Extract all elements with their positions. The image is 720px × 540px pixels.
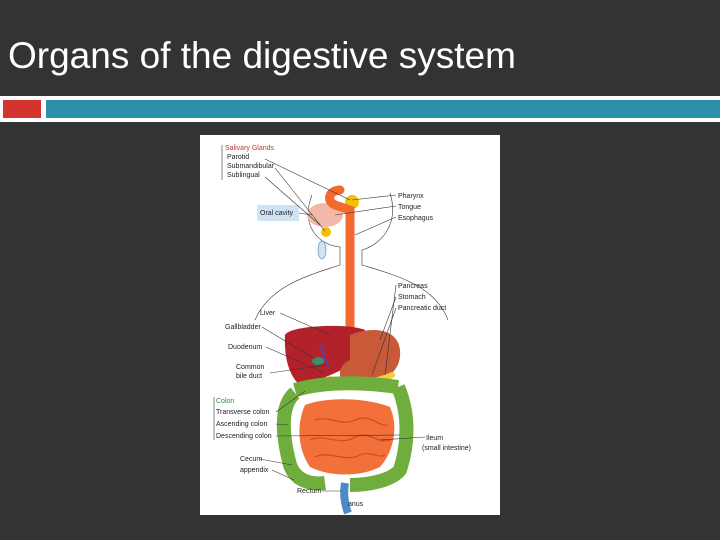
label-salivary-glands: Salivary Glands [225,145,275,152]
liver-shape [284,325,368,385]
digestive-system-illustration: Salivary Glands Parotid Submandibular Su… [200,135,500,515]
leader-pancreas [384,284,397,376]
leader-ascending-colon [275,423,289,426]
leader-cecum [259,458,293,466]
leader-gallbladder [261,326,316,360]
label-submandibular: Submandibular [227,163,275,170]
label-pancreas: Pancreas [398,283,428,290]
body-outline-left [254,194,341,321]
leader-submandibular [274,167,326,232]
digestive-system-diagram: Salivary Glands Parotid Submandibular Su… [200,135,500,515]
label-esophagus: Esophagus [398,215,434,222]
leader-transverse-colon [275,390,306,413]
small-intestine-shape [299,399,395,475]
label-stomach: Stomach [398,294,426,301]
esophagus-shape [325,185,355,340]
leader-sublingual [264,176,321,226]
label-descending-colon: Descending colon [216,433,272,440]
label-anus: anus [348,501,364,508]
trachea-shape [317,240,327,260]
label-colon: Colon [216,398,234,405]
leader-common-bile-duct [269,364,327,374]
body-outline-right [361,192,449,321]
label-pharynx: Pharynx [398,193,424,200]
title-divider-red-block [3,100,41,118]
label-small-intestine: (small intestine) [422,445,471,452]
label-ascending-colon: Ascending colon [216,421,267,428]
leader-pharynx [351,194,397,201]
label-cecum: Cecum [240,456,262,463]
label-duodenum: Duodenum [228,344,262,351]
label-common-bile-duct: Common [236,364,265,371]
leader-stomach [379,296,397,341]
common-bile-duct-shape [319,344,329,368]
leader-ileum [379,436,426,441]
label-ileum: Ileum [426,435,443,442]
leader-liver [279,312,331,336]
title-divider-blue-bar [46,100,720,118]
leader-esophagus [354,216,397,236]
leader-appendix [271,469,295,481]
label-pancreatic-duct: Pancreatic duct [398,305,446,312]
label-parotid: Parotid [227,154,249,161]
transverse-colon-shape [293,376,399,397]
label-tongue: Tongue [398,204,421,211]
label-rectum: Rectum [297,488,321,495]
leader-descending-colon [275,434,401,437]
label-oral-cavity: Oral cavity [260,210,294,217]
label-sublingual: Sublingual [227,172,260,179]
leader-pancreatic-duct [371,307,397,376]
label-liver: Liver [260,310,276,317]
leader-oral-cavity [298,212,313,216]
leader-duodenum [265,346,326,374]
stomach-shape [339,330,401,384]
label-gallbladder: Gallbladder [225,324,261,331]
rectum-shape [340,482,352,515]
descending-colon-shape [349,384,414,492]
oral-cavity-label-box [257,205,299,221]
label-transverse-colon: Transverse colon [216,409,270,416]
appendix-shape [290,466,298,484]
leader-parotid [264,158,351,201]
label-common-bile-duct-2: bile duct [236,373,262,380]
slide-title: Organs of the digestive system [8,35,516,76]
label-appendix: appendix [240,467,269,474]
ascending-colon-shape [276,387,326,491]
submandibular-gland [321,227,331,237]
leader-tongue [334,205,397,216]
